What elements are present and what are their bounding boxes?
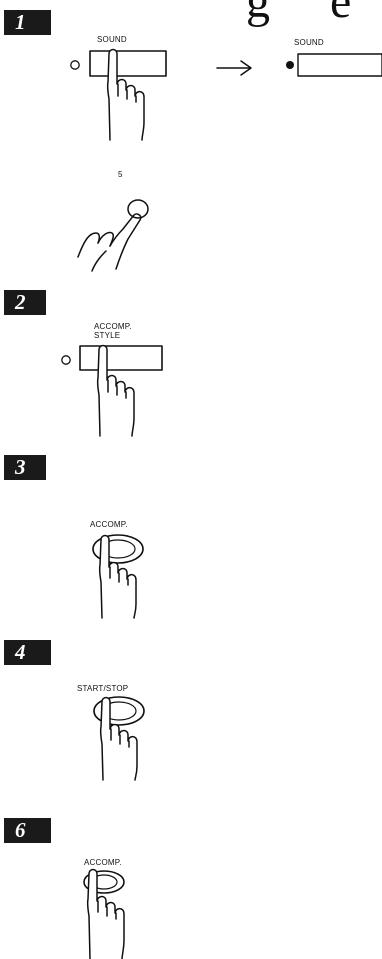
number-key-press-illustration[interactable]	[72, 185, 162, 275]
step-4-badge: 4	[4, 640, 51, 665]
sound-result-label: SOUND	[294, 38, 324, 47]
pressing-hand-icon	[77, 213, 142, 272]
sound-button	[89, 50, 167, 77]
accomp-button-press-illustration-2[interactable]	[70, 868, 160, 959]
accomp-button-label: ACCOMP.	[90, 520, 128, 529]
number-key-label: 5	[118, 170, 123, 179]
accomp-style-button-press-illustration[interactable]	[52, 340, 172, 440]
accomp-style-button-label: ACCOMP. STYLE	[94, 322, 132, 340]
number-key-button	[127, 199, 149, 219]
sound-button-lit-illustration	[286, 53, 382, 77]
start-stop-button-press-illustration[interactable]	[78, 694, 178, 782]
step-3-badge: 3	[4, 455, 46, 480]
pressing-hand-icon	[96, 344, 135, 437]
indicator-led-icon	[70, 60, 80, 70]
indicator-led-lit-icon	[286, 61, 294, 69]
pressing-hand-icon	[86, 868, 125, 959]
indicator-led-icon	[61, 355, 71, 365]
accomp-button-label-2: ACCOMP.	[84, 858, 122, 867]
sound-button-press-illustration[interactable]	[60, 44, 180, 144]
sound-button-label: SOUND	[97, 35, 127, 44]
accomp-button-press-illustration[interactable]	[76, 532, 176, 620]
pressing-hand-icon	[106, 48, 145, 141]
right-arrow-icon	[216, 60, 252, 76]
pressing-hand-icon	[99, 696, 138, 781]
accomp-style-button	[79, 345, 163, 371]
pressing-hand-icon	[98, 534, 137, 619]
start-stop-button-label: START/STOP	[77, 684, 129, 693]
step-1-badge: 1	[4, 10, 51, 35]
step-2-badge: 2	[4, 290, 46, 315]
step-6-badge: 6	[4, 818, 51, 843]
sound-button-result	[297, 53, 382, 77]
